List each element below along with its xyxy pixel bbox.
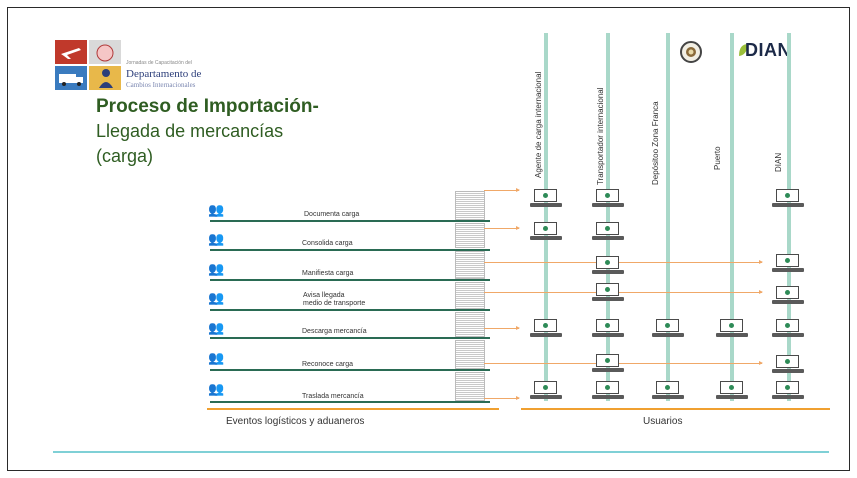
airplane-icon bbox=[61, 48, 81, 59]
person-icon bbox=[99, 69, 113, 88]
truck-icon bbox=[59, 74, 83, 86]
event-label: Consolida carga bbox=[302, 240, 353, 247]
department-logo bbox=[55, 40, 121, 90]
flow-arrow bbox=[484, 326, 520, 330]
org-caption: Jornadas de Capacitación del bbox=[126, 60, 192, 66]
user-label-deposito: Depósitoo Zona Franca bbox=[651, 101, 660, 185]
flow-arrow bbox=[484, 226, 520, 230]
event-connector bbox=[455, 251, 485, 279]
user-label-agente: Agente de carga internacional bbox=[534, 71, 543, 178]
laptop-icon bbox=[530, 319, 562, 339]
people-icon: 👥 bbox=[208, 261, 224, 276]
laptop-icon bbox=[592, 189, 624, 209]
slide-frame bbox=[7, 7, 850, 471]
lane-agente bbox=[544, 33, 548, 401]
flow-arrow bbox=[484, 188, 520, 192]
event-connector bbox=[455, 282, 485, 309]
user-label-dian: DIAN bbox=[774, 152, 783, 172]
laptop-icon bbox=[772, 189, 804, 209]
laptop-icon bbox=[652, 319, 684, 339]
globe-icon bbox=[96, 44, 114, 62]
laptop-icon bbox=[592, 222, 624, 242]
event-label: Reconoce carga bbox=[302, 361, 353, 368]
footer-divider bbox=[53, 451, 829, 453]
laptop-icon bbox=[652, 381, 684, 401]
event-label: Manifiesta carga bbox=[302, 270, 354, 277]
laptop-icon bbox=[772, 254, 804, 274]
laptop-icon bbox=[530, 189, 562, 209]
event-connector bbox=[455, 191, 485, 220]
event-row-line bbox=[210, 401, 490, 403]
dian-leaf-icon bbox=[739, 44, 748, 56]
event-label: Traslada mercancía bbox=[302, 393, 364, 400]
laptop-icon bbox=[716, 319, 748, 339]
event-row-line bbox=[210, 220, 490, 222]
page-subtitle-line2: (carga) bbox=[96, 146, 154, 166]
laptop-icon bbox=[530, 222, 562, 242]
page-subtitle-line1: Llegada de mercancías bbox=[96, 121, 284, 141]
page-title: Proceso de Importación- bbox=[96, 96, 319, 117]
laptop-icon bbox=[592, 319, 624, 339]
event-connector bbox=[455, 223, 485, 248]
flow-arrow bbox=[484, 396, 520, 400]
event-label: Avisa llegada medio de transporte bbox=[303, 292, 366, 307]
laptop-icon bbox=[772, 286, 804, 306]
flow-arrow bbox=[484, 361, 763, 365]
events-axis bbox=[207, 408, 499, 410]
flow-arrow bbox=[484, 290, 763, 294]
event-connector bbox=[455, 340, 485, 369]
event-row-line bbox=[210, 309, 490, 311]
lane-puerto bbox=[730, 33, 734, 401]
lane-dian bbox=[787, 33, 791, 401]
event-row-line bbox=[210, 249, 490, 251]
laptop-icon bbox=[530, 381, 562, 401]
brand-logo-text: DIAN bbox=[745, 40, 791, 60]
people-icon: 👥 bbox=[208, 350, 224, 365]
laptop-icon bbox=[716, 381, 748, 401]
laptop-icon bbox=[772, 319, 804, 339]
laptop-icon bbox=[772, 381, 804, 401]
coat-of-arms-seal-icon bbox=[680, 41, 702, 63]
user-label-transportador: Transportador internacional bbox=[596, 87, 605, 185]
people-icon: 👥 bbox=[208, 320, 224, 335]
event-row-line bbox=[210, 279, 490, 281]
event-row-line bbox=[210, 369, 490, 371]
org-department-sub: Cambios Internacionales bbox=[126, 81, 196, 89]
laptop-icon bbox=[772, 355, 804, 375]
people-icon: 👥 bbox=[208, 231, 224, 246]
laptop-icon bbox=[592, 283, 624, 303]
laptop-icon bbox=[592, 354, 624, 374]
org-department: Departamento de bbox=[126, 68, 202, 80]
event-label: Documenta carga bbox=[304, 211, 360, 218]
lane-transportador bbox=[606, 33, 610, 401]
users-axis-label: Usuarios bbox=[643, 416, 683, 427]
event-connector bbox=[455, 312, 485, 337]
users-axis bbox=[521, 408, 830, 410]
people-icon: 👥 bbox=[208, 202, 224, 217]
event-connector bbox=[455, 372, 485, 401]
events-axis-label: Eventos logísticos y aduaneros bbox=[226, 416, 365, 427]
laptop-icon bbox=[592, 381, 624, 401]
laptop-icon bbox=[592, 256, 624, 276]
event-row-line bbox=[210, 337, 490, 339]
flow-arrow bbox=[484, 260, 763, 264]
event-label: Descarga mercancía bbox=[302, 328, 367, 335]
user-label-puerto: Puerto bbox=[713, 146, 722, 170]
lane-deposito bbox=[666, 33, 670, 401]
people-icon: 👥 bbox=[208, 381, 224, 396]
people-icon: 👥 bbox=[208, 290, 224, 305]
